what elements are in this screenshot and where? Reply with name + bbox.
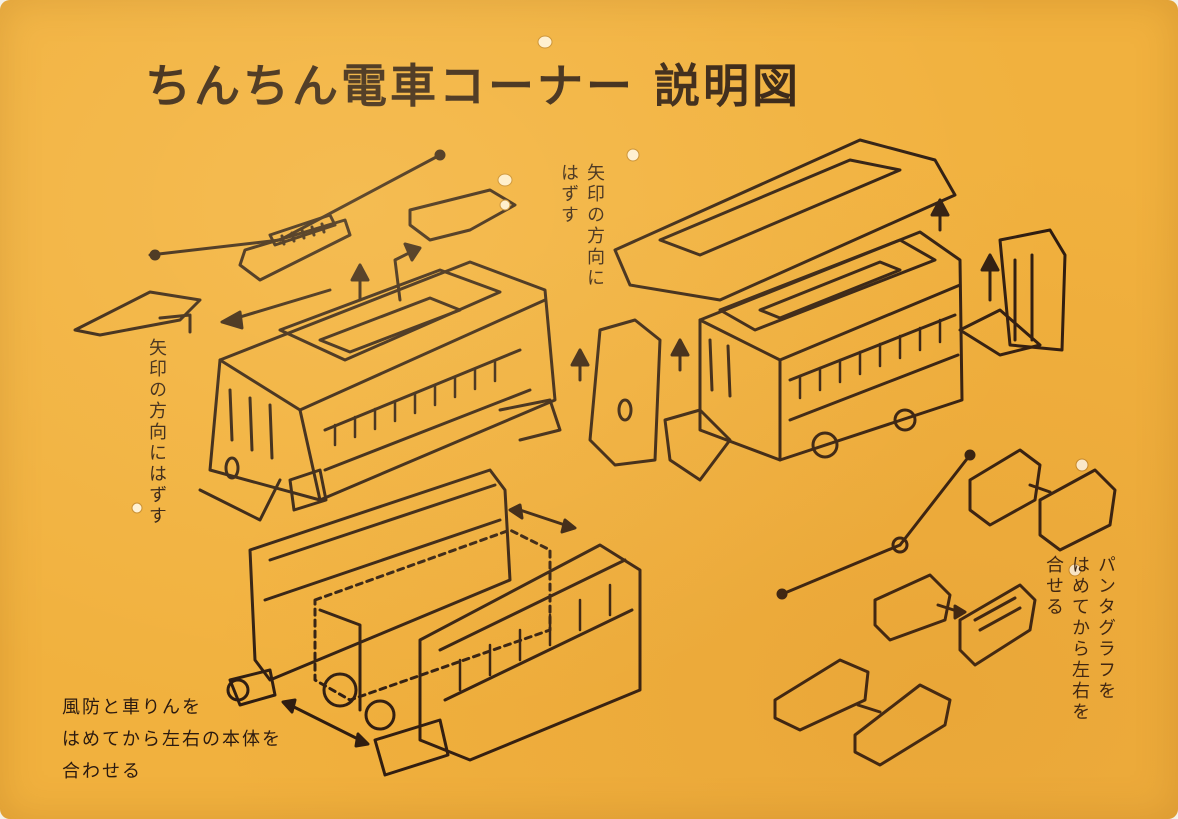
block-part-4: [853, 683, 952, 767]
tram-body-right: [698, 230, 964, 462]
caption-pantograph: パンタグラフを はめてから左右を 合せる: [1043, 555, 1116, 723]
caption-arrow-left: 矢印の方向にはずす: [146, 338, 167, 527]
caption-arrow-top: 矢印の方向に はずす: [558, 163, 605, 289]
page-title: ちんちん電車コーナー 説明図: [145, 59, 802, 113]
block-part-2: [1038, 468, 1117, 552]
tram-body-left: [198, 260, 562, 522]
caption-bottom: 風防と車りんを はめてから左右の本体を 合わせる: [62, 697, 282, 782]
windshield-rear: [998, 228, 1067, 352]
tram-halves-bottom: [226, 468, 642, 777]
block-part-1: [968, 448, 1042, 527]
block-part-3: [773, 658, 870, 732]
roof-part-left: [73, 290, 202, 337]
roof-part-small: [408, 188, 517, 242]
roof-part-right: [613, 138, 957, 302]
removal-arrows-left: [220, 242, 422, 330]
pantograph-top-left: [148, 149, 446, 282]
windshield-front: [588, 318, 662, 467]
pantograph-bottom-right: [776, 449, 1037, 667]
